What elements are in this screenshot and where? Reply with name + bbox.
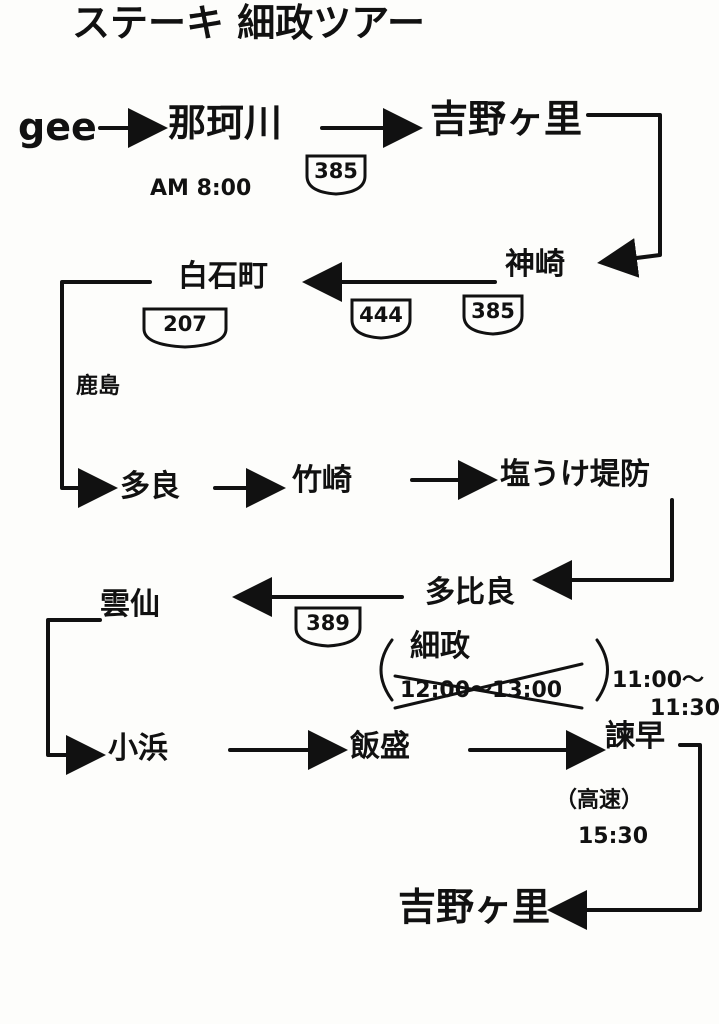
- node-taira: 多比良: [425, 575, 515, 610]
- strike-line-1: [393, 662, 584, 710]
- paren-left: [379, 638, 394, 702]
- steak-original-time: 12:00〜13:00: [400, 678, 563, 703]
- steak-new-time-end: 11:30: [650, 696, 719, 721]
- node-obama: 小浜: [108, 731, 168, 766]
- route-number: 385: [314, 159, 358, 183]
- route-number: 207: [163, 312, 207, 336]
- route-number: 385: [471, 299, 515, 323]
- arrow-shiraishi-to-tara: [60, 280, 152, 508]
- route-shield-icon: [142, 307, 228, 349]
- route-shield-icon: [350, 298, 412, 340]
- page-title: ステーキ 細政ツアー: [72, 1, 425, 45]
- route-shield-4: 207: [140, 305, 230, 349]
- route-shield-5: 389: [292, 604, 364, 648]
- node-unzen: 雲仙: [100, 587, 160, 622]
- node-nakagawa: 那珂川: [168, 101, 283, 145]
- node-iimori: 飯盛: [350, 729, 410, 764]
- paren-right: [595, 638, 609, 702]
- route-shield-icon: [462, 294, 524, 336]
- highway-note: （高速）: [555, 788, 644, 813]
- route-number: 444: [359, 303, 403, 327]
- arrow-isahaya-to-yoshinogari: [547, 743, 702, 930]
- node-isahaya: 諫早: [605, 719, 665, 754]
- steak-new-time-start: 11:00〜: [612, 668, 705, 693]
- node-shioukebotei: 塩うけ堤防: [500, 457, 650, 492]
- node-yoshinogari-1: 吉野ヶ里: [430, 97, 583, 141]
- node-shiraishi: 白石町: [178, 259, 268, 294]
- node-yoshinogari-2: 吉野ヶ里: [398, 885, 551, 929]
- route-shield-3: 444: [348, 296, 414, 340]
- node-kanzaki: 神崎: [505, 247, 565, 282]
- route-number: 389: [306, 611, 350, 635]
- route-shield-icon: [294, 606, 362, 648]
- node-kashima: 鹿島: [76, 374, 121, 399]
- arrow-shiouke-to-taira: [532, 498, 674, 600]
- depart-time: AM 8:00: [150, 176, 252, 201]
- arrow-yoshinogari-to-kanzaki: [586, 113, 662, 278]
- node-start: gee: [18, 105, 97, 149]
- route-shield-icon: [305, 154, 367, 196]
- route-shield-2: 385: [460, 292, 526, 336]
- strike-line-2: [393, 674, 584, 710]
- route-shield-1: 385: [303, 152, 369, 196]
- node-takezaki: 竹崎: [292, 463, 352, 498]
- highway-time: 15:30: [578, 824, 649, 849]
- arrow-unzen-to-obama: [46, 618, 106, 775]
- steak-restaurant: 細政: [410, 629, 470, 664]
- node-tara: 多良: [120, 469, 180, 504]
